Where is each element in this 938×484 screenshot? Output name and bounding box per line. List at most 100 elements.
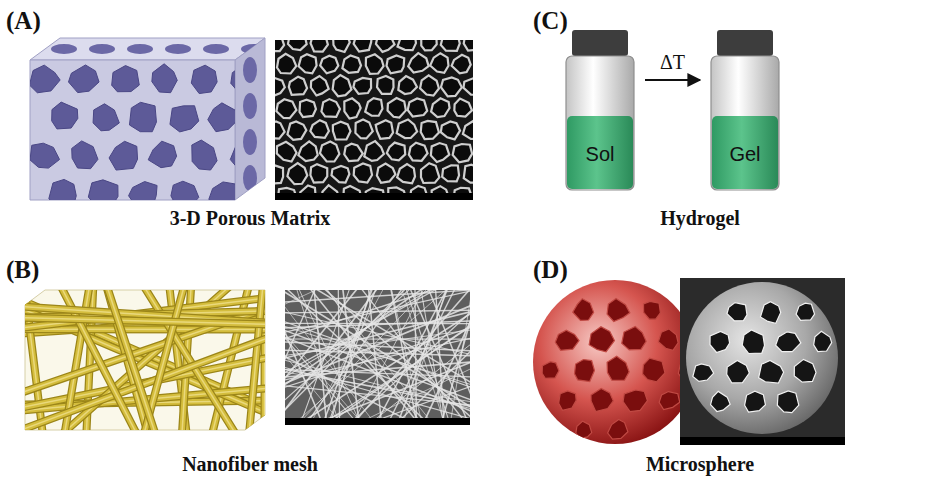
illustration-detail — [152, 64, 177, 93]
vial-liquid — [712, 116, 778, 189]
illustration-detail — [398, 76, 417, 94]
nanofiber-mesh-illustration — [15, 280, 275, 440]
illustration-detail — [275, 40, 284, 51]
illustration-detail — [623, 390, 647, 412]
illustration-detail — [376, 40, 395, 52]
illustration-detail — [191, 65, 217, 93]
illustration-detail — [377, 164, 396, 183]
illustration-detail — [275, 78, 285, 97]
illustration-detail — [745, 391, 766, 412]
illustration-detail — [287, 163, 307, 184]
microsphere-illustration — [533, 280, 697, 444]
illustration-detail — [332, 166, 350, 183]
illustration-detail — [310, 120, 329, 138]
illustration-detail — [49, 179, 76, 207]
illustration-detail — [15, 317, 275, 324]
panel-letter: (A) — [6, 7, 41, 34]
illustration-detail — [680, 278, 845, 445]
illustration-detail — [285, 290, 470, 425]
nanofiber-sem-image — [285, 290, 470, 425]
illustration-detail — [573, 299, 594, 321]
illustration-detail — [354, 163, 372, 182]
illustration-detail — [129, 182, 158, 208]
illustration-detail — [243, 129, 257, 155]
illustration-detail — [693, 364, 714, 381]
illustration-detail — [243, 57, 257, 83]
label-box: Microsphere — [646, 452, 754, 476]
illustration-detail — [285, 339, 470, 387]
illustration-detail — [30, 60, 235, 200]
illustration-detail — [464, 40, 473, 51]
pore-group — [29, 64, 278, 208]
illustration-detail — [796, 303, 814, 320]
illustration-detail — [15, 297, 275, 329]
illustration-detail — [208, 103, 239, 132]
illustration-detail — [277, 54, 296, 74]
illustration-detail — [140, 280, 240, 440]
illustration-detail — [463, 78, 473, 95]
illustration-detail — [742, 330, 764, 354]
vial-liquid — [567, 116, 633, 189]
label-box: (A) — [6, 6, 41, 36]
illustration-detail — [15, 317, 275, 324]
illustration-detail — [248, 280, 263, 440]
illustration-detail — [109, 141, 137, 170]
illustration-detail — [333, 40, 350, 52]
illustration-detail — [408, 53, 428, 72]
illustration-detail — [276, 99, 296, 118]
microsphere-sem-ball — [686, 282, 838, 434]
illustration-detail — [105, 280, 157, 440]
illustration-detail — [346, 290, 403, 425]
illustration-detail — [285, 290, 470, 425]
microsphere-sem-image — [680, 278, 845, 445]
illustration-detail — [105, 280, 157, 440]
illustration-detail — [608, 419, 628, 439]
illustration-detail — [287, 121, 306, 139]
illustration-detail — [589, 327, 614, 352]
label-box: (B) — [6, 255, 39, 285]
illustration-detail — [15, 328, 275, 330]
illustration-detail — [15, 280, 275, 440]
label-box: Hydrogel — [660, 206, 740, 230]
illustration-detail — [148, 141, 176, 168]
illustration-detail — [52, 102, 78, 129]
illustration-detail — [388, 98, 406, 117]
illustration-detail — [321, 99, 340, 117]
illustration-detail — [93, 104, 119, 131]
illustration-detail — [243, 93, 257, 119]
panel-letter: (C) — [533, 7, 568, 34]
illustration-detail — [275, 40, 473, 200]
illustration-detail — [285, 361, 470, 385]
illustration-detail — [454, 98, 472, 116]
illustration-detail — [300, 100, 316, 117]
porous-matrix-illustration — [29, 38, 278, 208]
illustration-detail — [288, 40, 307, 50]
illustration-detail — [421, 121, 439, 139]
illustration-detail — [252, 181, 277, 208]
panel-letter: (B) — [6, 256, 39, 283]
panel-caption: 3-D Porous Matrix — [170, 207, 331, 229]
illustration-detail — [364, 141, 384, 161]
illustration-detail — [441, 40, 460, 51]
illustration-detail — [277, 142, 297, 162]
illustration-detail — [420, 75, 439, 95]
illustration-detail — [129, 102, 156, 131]
porous-sem-image — [275, 40, 473, 200]
illustration-detail — [377, 76, 393, 94]
illustration-detail — [170, 106, 199, 132]
panel-letter: (D) — [533, 256, 568, 283]
illustration-detail — [248, 280, 263, 440]
illustration-detail — [794, 359, 816, 382]
illustration-detail — [555, 330, 579, 350]
illustration-detail — [644, 301, 661, 319]
illustration-detail — [441, 77, 462, 96]
illustration-detail — [659, 392, 680, 410]
illustration-detail — [643, 358, 665, 382]
illustration-detail — [333, 75, 352, 96]
illustration-detail — [421, 163, 439, 183]
illustration-detail — [442, 165, 459, 181]
illustration-detail — [542, 362, 559, 379]
illustration-detail — [235, 38, 265, 200]
illustration-detail — [591, 389, 613, 412]
illustration-detail — [285, 290, 470, 425]
